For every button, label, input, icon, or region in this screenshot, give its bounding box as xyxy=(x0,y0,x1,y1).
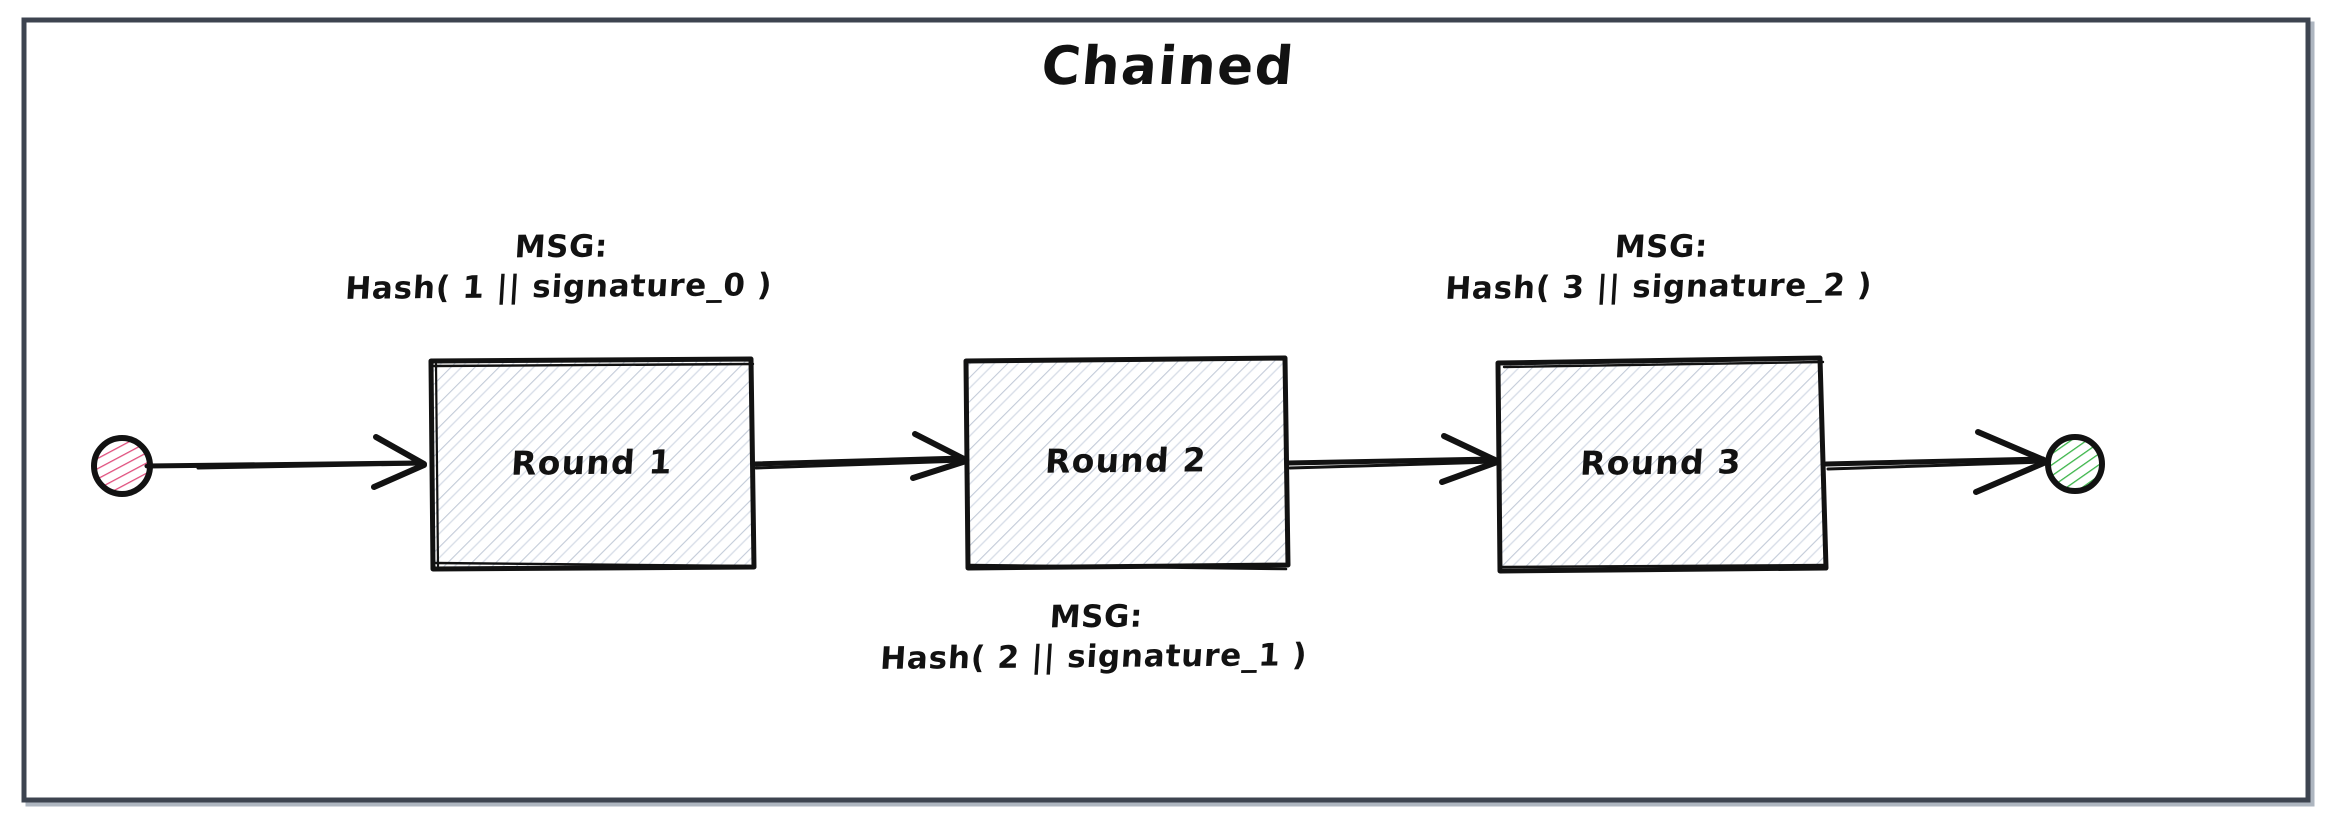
node-round-3[interactable] xyxy=(1495,355,1829,574)
msg-label-2-head: MSG: xyxy=(1048,598,1144,636)
msg-label-2-body: Hash( 2 || signature_1 ) xyxy=(879,636,1309,677)
msg-label-1-head: MSG: xyxy=(513,228,609,266)
msg-label-1-body: Hash( 1 || signature_0 ) xyxy=(344,266,774,307)
node-round-2[interactable] xyxy=(963,355,1291,571)
start-node[interactable] xyxy=(91,435,153,497)
node-round-1-label: Round 1 xyxy=(509,442,675,483)
end-node[interactable] xyxy=(2045,434,2105,494)
edge-round-3-to-end xyxy=(1823,429,2049,495)
node-round-3-label: Round 3 xyxy=(1578,442,1744,483)
edge-start-to-round-1 xyxy=(144,434,427,490)
node-round-2-label: Round 2 xyxy=(1043,440,1209,481)
node-round-1[interactable] xyxy=(428,356,757,572)
edge-round-2-to-round-3 xyxy=(1285,433,1500,485)
msg-label-3-body: Hash( 3 || signature_2 ) xyxy=(1444,266,1874,307)
diagram-title: Chained xyxy=(1038,36,1298,97)
edge-round-1-to-round-2 xyxy=(751,431,969,481)
msg-label-3-head: MSG: xyxy=(1613,228,1709,266)
msg-label-round-1: MSG: Hash( 1 || signature_0 ) xyxy=(307,226,812,310)
msg-label-round-3: MSG: Hash( 3 || signature_2 ) xyxy=(1407,226,1912,310)
msg-label-round-2: MSG: Hash( 2 || signature_1 ) xyxy=(842,596,1347,680)
